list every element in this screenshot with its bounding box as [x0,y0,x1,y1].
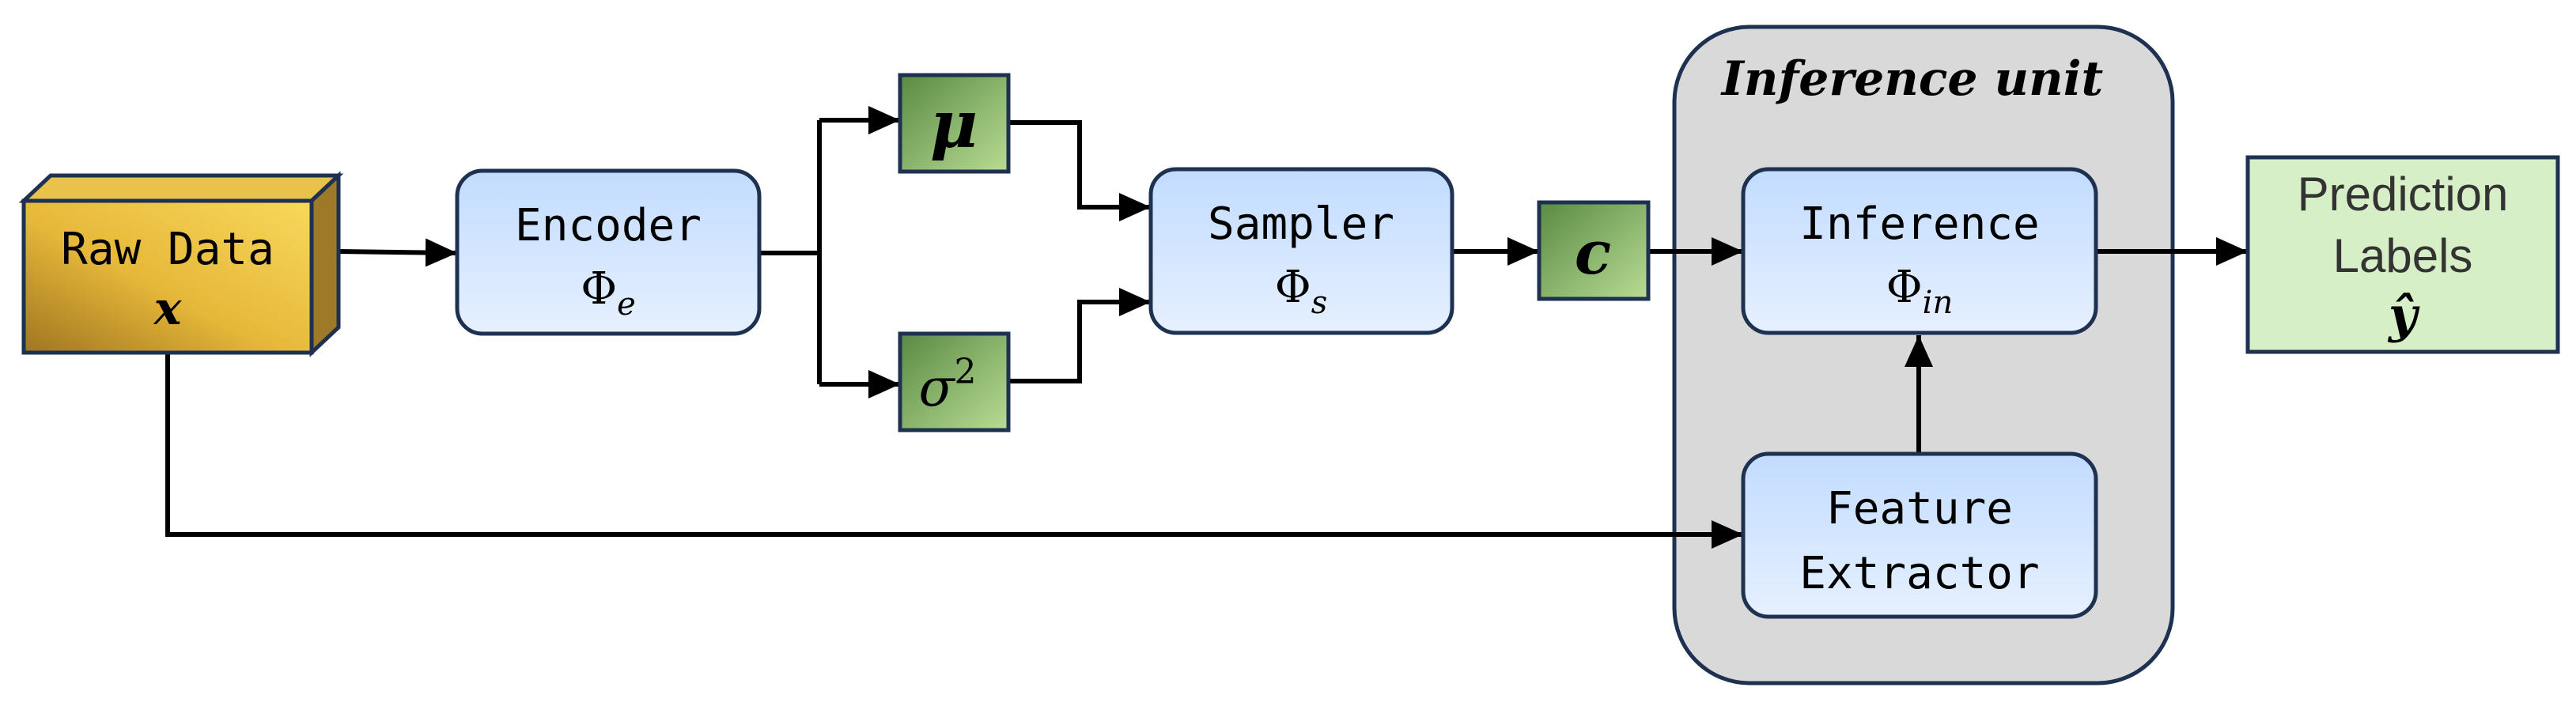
c-symbol: c [1575,217,1611,288]
mu-block: μ [898,73,1011,174]
encoder-symbol: Φe [581,263,636,323]
raw-data-symbol: x [153,281,183,335]
raw-data-block: Raw Data x [18,171,344,357]
mu-symbol: μ [930,87,978,163]
raw-data-label: Raw Data [61,224,274,275]
encoder-block: Encoder Φe [455,168,762,336]
connectors [165,106,2248,549]
prediction-line2: Labels [2333,229,2473,282]
prediction-block: Prediction Labels ŷ [2245,155,2560,354]
sigma-block: σ2 [898,331,1011,432]
encoder-label: Encoder [515,200,702,251]
arrow-mu-sampler [1008,120,1151,221]
inference-label: Inference [1799,198,2039,250]
arrow-sigma-sampler [1008,288,1151,383]
prediction-line1: Prediction [2298,168,2509,221]
inference-unit-title: Inference unit [1720,51,2104,107]
sigma-symbol: σ2 [918,352,976,418]
c-block: c [1537,200,1651,301]
feature-extractor-block: Feature Extractor [1741,451,2098,619]
inference-symbol: Φin [1886,262,1953,321]
arrow-rawdata-feature [165,353,1743,549]
sampler-symbol: Φs [1275,262,1327,321]
feature-extractor-line1: Feature [1826,483,2013,534]
inference-block: Inference Φin [1741,167,2098,335]
arrow-rawdata-encoder [338,238,458,267]
sampler-block: Sampler Φs [1148,167,1454,335]
feature-extractor-line2: Extractor [1799,548,2039,599]
prediction-symbol: ŷ [2387,286,2420,344]
sampler-label: Sampler [1208,198,1394,250]
